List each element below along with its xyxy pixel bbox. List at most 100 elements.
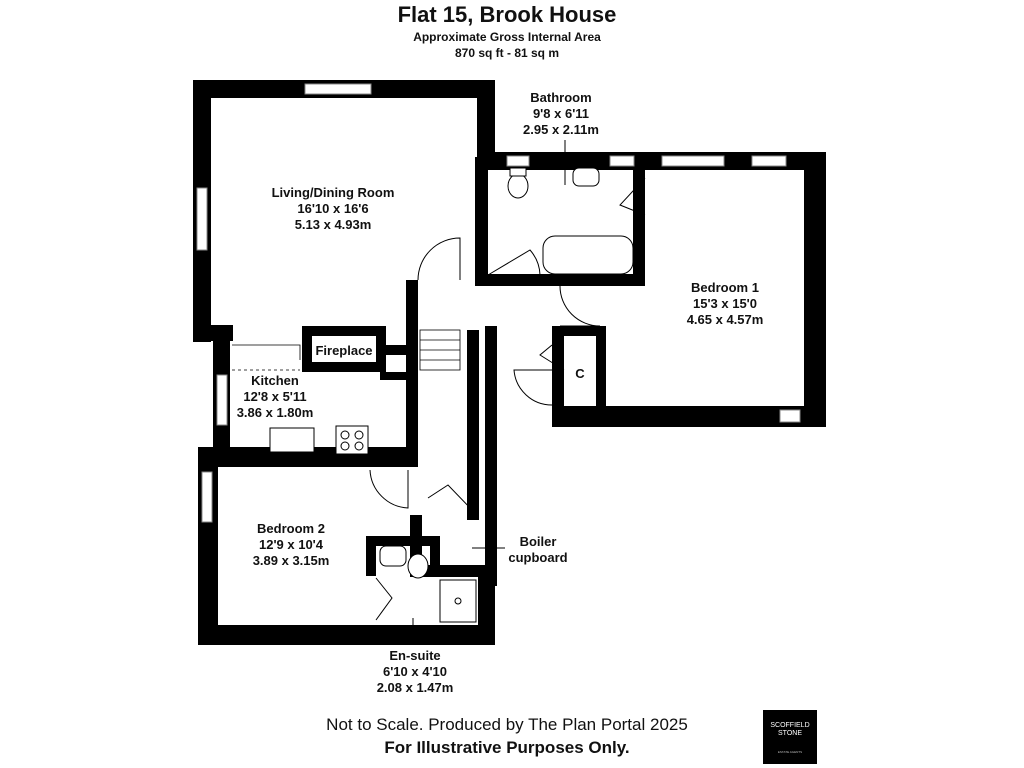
kitchen-step <box>232 344 301 360</box>
door-swing <box>619 177 646 216</box>
fireplace-wall-left <box>302 326 312 372</box>
room-imperial: 9'8 x 6'11 <box>532 106 590 121</box>
toilet-cistern <box>509 167 527 177</box>
windows <box>196 83 801 523</box>
window <box>196 187 208 251</box>
room-name-2: cupboard <box>508 550 568 565</box>
fireplace-wall-top <box>302 326 386 336</box>
agent-logo: SCOFFIELD STONE ESTATE AGENTS <box>763 710 817 764</box>
cupboard-label: C <box>570 366 590 382</box>
window <box>201 471 213 523</box>
room-name: Bedroom 1 <box>691 280 759 295</box>
room-imperial: 12'9 x 10'4 <box>258 537 324 552</box>
window <box>304 83 372 95</box>
logo-line2: STONE <box>778 730 802 737</box>
hob-ring <box>340 441 350 451</box>
room-name: Boiler <box>519 534 557 549</box>
bedroom2-label: Bedroom 2 12'9 x 10'4 3.89 x 3.15m <box>236 521 346 569</box>
bathtub <box>542 235 634 275</box>
hob-ring <box>354 430 364 440</box>
pointers <box>412 140 566 640</box>
living-right-wall-upper <box>477 80 495 162</box>
window <box>661 155 725 167</box>
room-imperial: 16'10 x 16'6 <box>297 201 369 216</box>
bedroom2-bottom-wall <box>198 625 495 645</box>
room-name: Bedroom 2 <box>257 521 325 536</box>
bedroom1-bottom-wall <box>552 406 826 427</box>
cupboard-top-wall <box>552 326 606 336</box>
fireplace-wall-right <box>376 326 386 372</box>
bathroom-left-wall <box>475 157 488 275</box>
room-metric: 4.65 x 4.57m <box>686 312 764 327</box>
hall-inner-wall <box>467 330 479 520</box>
illustrative-notice: For Illustrative Purposes Only. <box>384 738 630 757</box>
room-imperial: 15'3 x 15'0 <box>692 296 758 311</box>
door-swing <box>539 344 565 371</box>
ensuite-partition <box>430 536 440 576</box>
ensuite-sink <box>379 545 407 567</box>
room-name: Bathroom <box>530 90 592 105</box>
ensuite-left-wall <box>366 536 376 576</box>
bathroom-right-wall <box>633 152 645 286</box>
bathroom-label: Bathroom 9'8 x 6'11 2.95 x 2.11m <box>506 90 616 138</box>
hob-ring <box>340 430 350 440</box>
door-swing <box>369 469 409 509</box>
kitchen-label: Kitchen 12'8 x 5'11 3.86 x 1.80m <box>225 373 325 421</box>
room-name: Living/Dining Room <box>271 185 395 200</box>
ensuite-top-wall <box>366 536 434 546</box>
disclaimer-text: Not to Scale. Produced by The Plan Porta… <box>326 715 688 734</box>
room-metric: 5.13 x 4.93m <box>294 217 372 232</box>
logo-tagline: ESTATE AGENTS <box>777 750 803 754</box>
fixtures <box>269 167 634 623</box>
room-name: Fireplace <box>315 343 373 358</box>
ensuite-label: En-suite 6'10 x 4'10 2.08 x 1.47m <box>360 648 470 696</box>
ensuite-toilet <box>407 553 429 579</box>
room-imperial: 12'8 x 5'11 <box>243 389 307 404</box>
room-metric: 3.86 x 1.80m <box>236 405 314 420</box>
ensuite-right-wall <box>478 575 495 645</box>
bedroom1-label: Bedroom 1 15'3 x 15'0 4.65 x 4.57m <box>670 280 780 328</box>
window <box>751 155 787 167</box>
plan-area: 870 sq ft - 81 sq m <box>454 46 560 60</box>
window <box>216 374 228 426</box>
room-metric: 2.08 x 1.47m <box>376 680 454 695</box>
room-name: En-suite <box>389 648 441 663</box>
window <box>506 155 530 167</box>
door-swing <box>427 484 475 513</box>
plan-title: Flat 15, Brook House <box>397 2 617 27</box>
shower-drain <box>454 597 462 605</box>
door-swings <box>369 177 646 621</box>
window <box>609 155 635 167</box>
walls <box>193 80 826 645</box>
fireplace-label: Fireplace <box>312 343 376 359</box>
fireplace-wall-bottom <box>302 362 386 372</box>
bathroom-bottom-wall <box>475 274 645 286</box>
bathroom-sink <box>572 167 600 187</box>
bedroom1-left-wall <box>552 326 564 426</box>
hall-right-wall <box>485 326 497 586</box>
logo-line1: SCOFFIELD <box>770 722 810 729</box>
living-room-label: Living/Dining Room 16'10 x 16'6 5.13 x 4… <box>268 185 398 233</box>
window <box>779 409 801 423</box>
plan-subtitle: Approximate Gross Internal Area <box>413 30 601 44</box>
toilet <box>507 173 529 199</box>
bedroom1-right-wall <box>804 152 826 427</box>
cupboard-right-wall <box>596 326 606 416</box>
room-metric: 2.95 x 2.11m <box>523 122 599 137</box>
boiler-cupboard-label: Boiler cupboard <box>498 534 578 566</box>
hob-ring <box>354 441 364 451</box>
door-swing <box>487 249 541 276</box>
bathroom-bedroom1-top-wall <box>486 152 826 170</box>
room-metric: 3.89 x 3.15m <box>252 553 330 568</box>
door-swing <box>375 577 393 621</box>
stairs <box>232 329 461 371</box>
hob <box>335 425 369 455</box>
kitchen-counter-wall <box>380 372 415 380</box>
room-name: Kitchen <box>251 373 299 388</box>
fireplace-connector <box>380 345 415 355</box>
room-imperial: 6'10 x 4'10 <box>382 664 448 679</box>
kitchen-sink <box>269 427 315 453</box>
door-swing <box>513 369 553 406</box>
room-name: C <box>575 366 585 381</box>
